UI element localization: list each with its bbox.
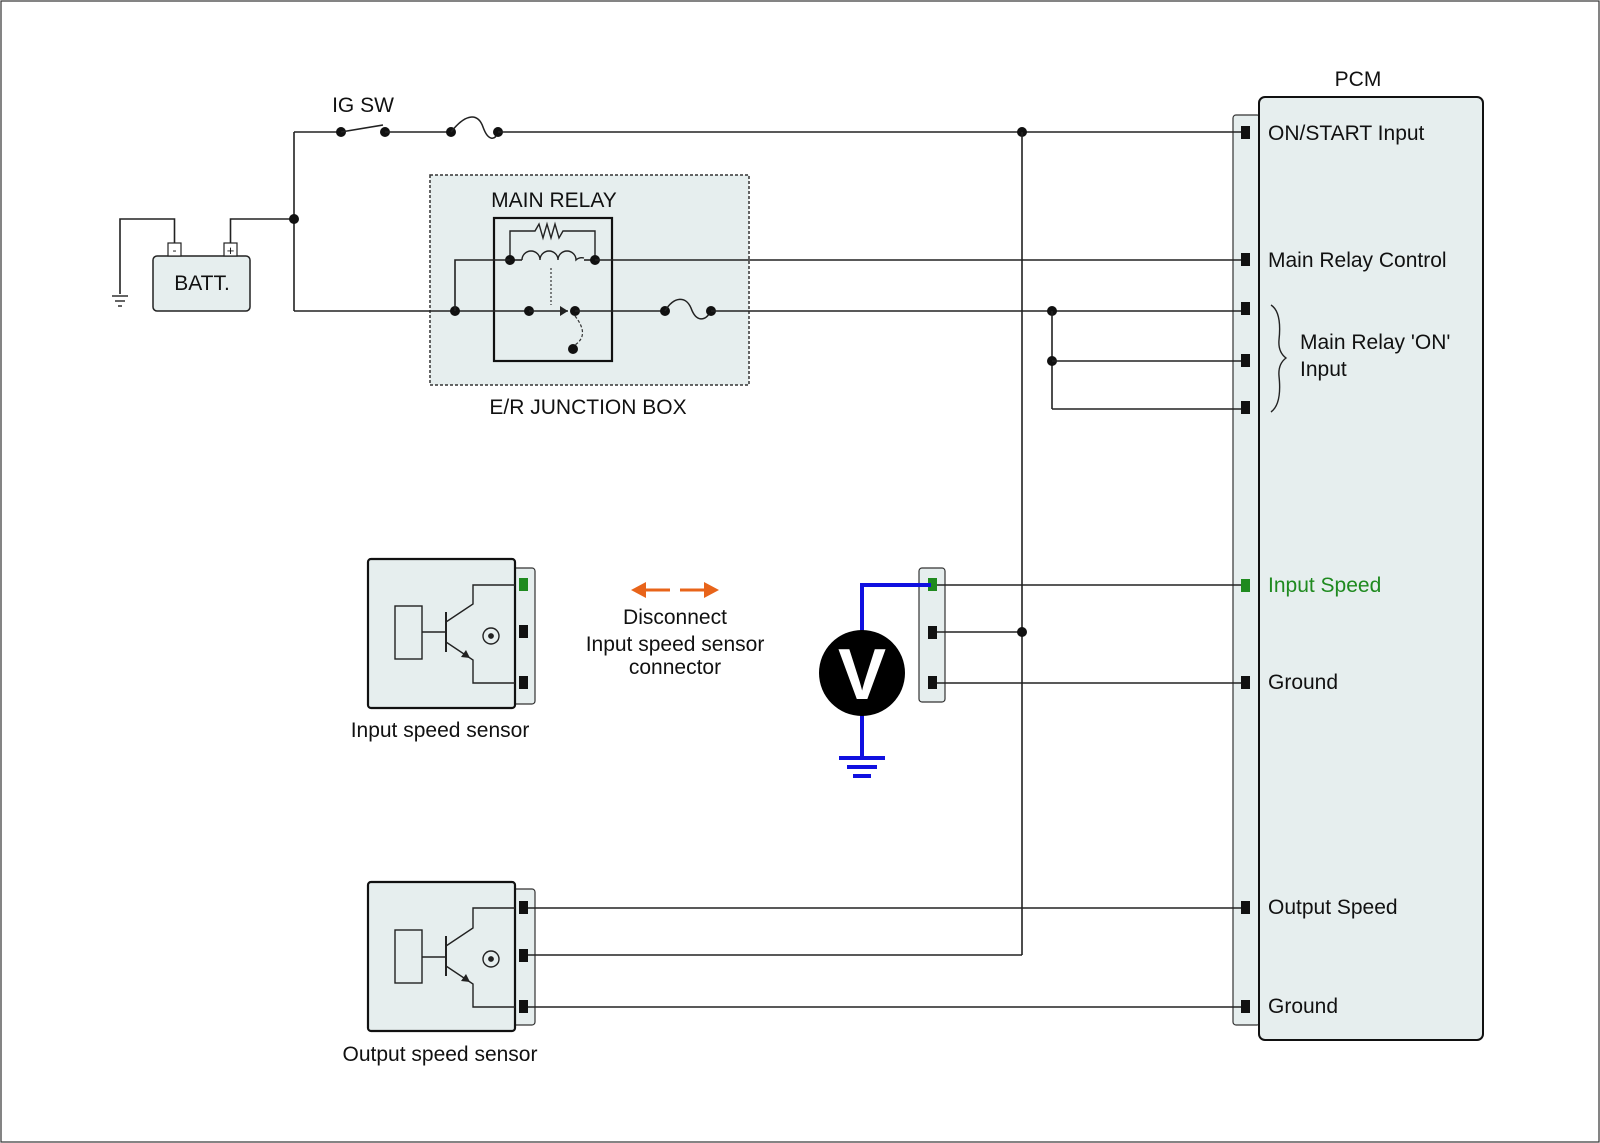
input-sensor-body (366, 557, 517, 710)
battery: - + BATT. (152, 242, 251, 312)
ig-switch-lever (340, 124, 384, 133)
pcm-pin-input-speed (1241, 579, 1250, 592)
output-transistor-icon (394, 907, 515, 1008)
disconnect-note-line-2: Input speed sensor (586, 633, 765, 656)
pcm-title: PCM (1335, 68, 1382, 91)
battery-minus-sign: - (173, 243, 177, 257)
battery-positive-wire (229, 218, 294, 243)
voltmeter (819, 630, 905, 716)
double-arrow-icon (631, 582, 719, 598)
harness-pin-2 (928, 626, 937, 639)
junction-box-label: E/R JUNCTION BOX (489, 396, 686, 419)
pcm-label-main-relay-on: Main Relay 'ON' (1300, 331, 1450, 354)
pcm-label-ground-1: Ground (1268, 671, 1338, 694)
input-sensor-pin-2 (519, 625, 528, 638)
relay-coil-feed-wire (454, 259, 510, 311)
pcm-pin-main-relay-on-1 (1241, 302, 1250, 315)
fuse-icon (450, 116, 499, 139)
pcm-module: PCM ON/START Input Main Relay Control Ma… (1232, 68, 1484, 1041)
pcm-pin-output-speed (1241, 901, 1250, 914)
ground-icon (112, 295, 128, 307)
output-sensor-pin-1 (519, 901, 528, 914)
pcm-pin-on-start (1241, 126, 1250, 139)
main-relay-label: MAIN RELAY (491, 189, 617, 212)
output-speed-sensor: Output speed sensor (343, 880, 538, 1066)
main-relay-body (492, 216, 614, 363)
disconnect-note-line-1: Disconnect (623, 606, 727, 629)
output-sensor-emitter-arrow (461, 974, 470, 982)
disconnect-note-line-3: connector (629, 656, 721, 679)
pcm-pin-ground-1 (1241, 676, 1250, 689)
relay-switch-arrow (560, 306, 568, 316)
main-relay-on-brace (1270, 304, 1288, 413)
pcm-label-main-relay-control: Main Relay Control (1268, 249, 1447, 272)
pcm-label-output-speed: Output Speed (1268, 896, 1398, 919)
relay-coil (521, 250, 585, 262)
battery-body (152, 255, 251, 312)
harness-pin-3 (928, 676, 937, 689)
pcm-label-ground-2: Ground (1268, 995, 1338, 1018)
pcm-connector-strip (1232, 114, 1261, 1026)
pcm-label-on-start: ON/START Input (1268, 122, 1425, 145)
battery-negative-wire (119, 218, 176, 294)
harness-pin-1 (928, 578, 937, 591)
input-sensor-label: Input speed sensor (351, 719, 530, 742)
input-sensor-pin-3 (519, 676, 528, 689)
ig-switch-label: IG SW (332, 94, 394, 117)
relay-resistor (509, 221, 596, 260)
relay-switch-nc-contact (568, 344, 578, 354)
output-sensor-label: Output speed sensor (343, 1043, 538, 1066)
output-sensor-pin-3 (519, 1000, 528, 1013)
battery-splice-dot (289, 214, 299, 224)
input-speed-sensor: Input speed sensor (351, 557, 536, 742)
probe-ground-icon (839, 756, 885, 778)
battery-label: BATT. (174, 272, 230, 295)
pcm-pin-main-relay-on-3 (1241, 401, 1250, 414)
battery-plus-sign: + (227, 243, 235, 258)
input-sensor-power-splice (1017, 627, 1027, 637)
output-sensor-pin-2 (519, 949, 528, 962)
input-sensor-pin-1 (519, 578, 528, 591)
relay-switch-travel (574, 315, 584, 346)
pcm-pin-main-relay-on-2 (1241, 354, 1250, 367)
voltmeter-label: V (838, 635, 886, 715)
pcm-label-main-relay-on-input: Input (1300, 358, 1347, 381)
pcm-body (1258, 96, 1484, 1041)
relay-fuse-icon (664, 298, 712, 320)
pcm-pin-main-relay-control (1241, 253, 1250, 266)
input-sensor-emitter-arrow (461, 650, 470, 658)
voltmeter-positive-lead (860, 583, 931, 632)
pcm-pin-ground-2 (1241, 1000, 1250, 1013)
pcm-label-input-speed: Input Speed (1268, 574, 1381, 597)
transistor-icon (394, 584, 515, 684)
